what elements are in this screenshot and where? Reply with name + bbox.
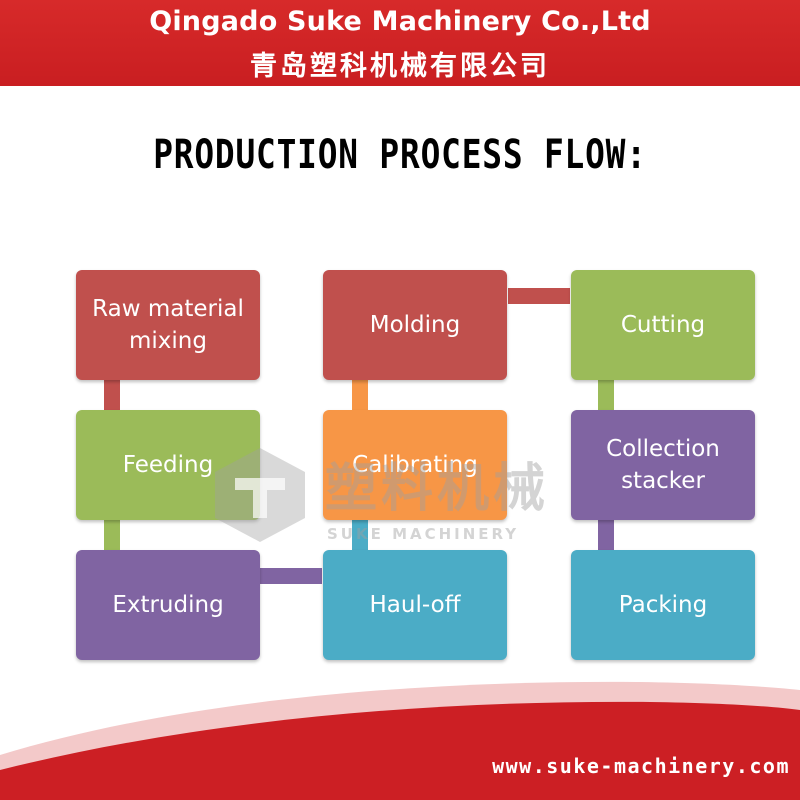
step-label: Feeding: [122, 452, 214, 478]
header-banner: Qingado Suke Machinery Co.,Ltd 青岛塑科机械有限公…: [0, 0, 800, 86]
step-label: Calibrating: [352, 452, 478, 478]
step-extruding: Extruding: [76, 550, 260, 660]
step-label: Collection stacker: [606, 436, 720, 494]
connector-extruding-hauloff: [260, 568, 322, 584]
step-label: Molding: [369, 312, 461, 338]
step-haul-off: Haul-off: [323, 550, 507, 660]
company-name-en: Qingado Suke Machinery Co.,Ltd: [149, 6, 651, 37]
step-raw-material-mixing: Raw material mixing: [76, 270, 260, 380]
step-collection-stacker: Collection stacker: [571, 410, 755, 520]
step-label: Packing: [618, 592, 708, 618]
step-molding: Molding: [323, 270, 507, 380]
connector-molding-cutting: [508, 288, 570, 304]
company-name-cn: 青岛塑科机械有限公司: [250, 51, 550, 82]
connector-feeding-extruding: [104, 520, 120, 550]
connector-hauloff-calibrating: [352, 520, 368, 550]
connector-stacker-packing: [598, 520, 614, 550]
step-cutting: Cutting: [571, 270, 755, 380]
step-label: Raw material mixing: [92, 296, 244, 354]
step-label: Cutting: [620, 312, 706, 338]
step-feeding: Feeding: [76, 410, 260, 520]
step-label: Extruding: [112, 592, 224, 618]
connector-mixing-feeding: [104, 380, 120, 410]
website-link[interactable]: www.suke-machinery.com: [492, 754, 790, 778]
step-calibrating: Calibrating: [323, 410, 507, 520]
step-packing: Packing: [571, 550, 755, 660]
step-label: Haul-off: [369, 592, 461, 618]
connector-calibrating-molding: [352, 380, 368, 410]
connector-cutting-stacker: [598, 380, 614, 410]
footer-swoosh: [0, 681, 800, 800]
page-title: PRODUCTION PROCESS FLOW:: [153, 132, 647, 178]
